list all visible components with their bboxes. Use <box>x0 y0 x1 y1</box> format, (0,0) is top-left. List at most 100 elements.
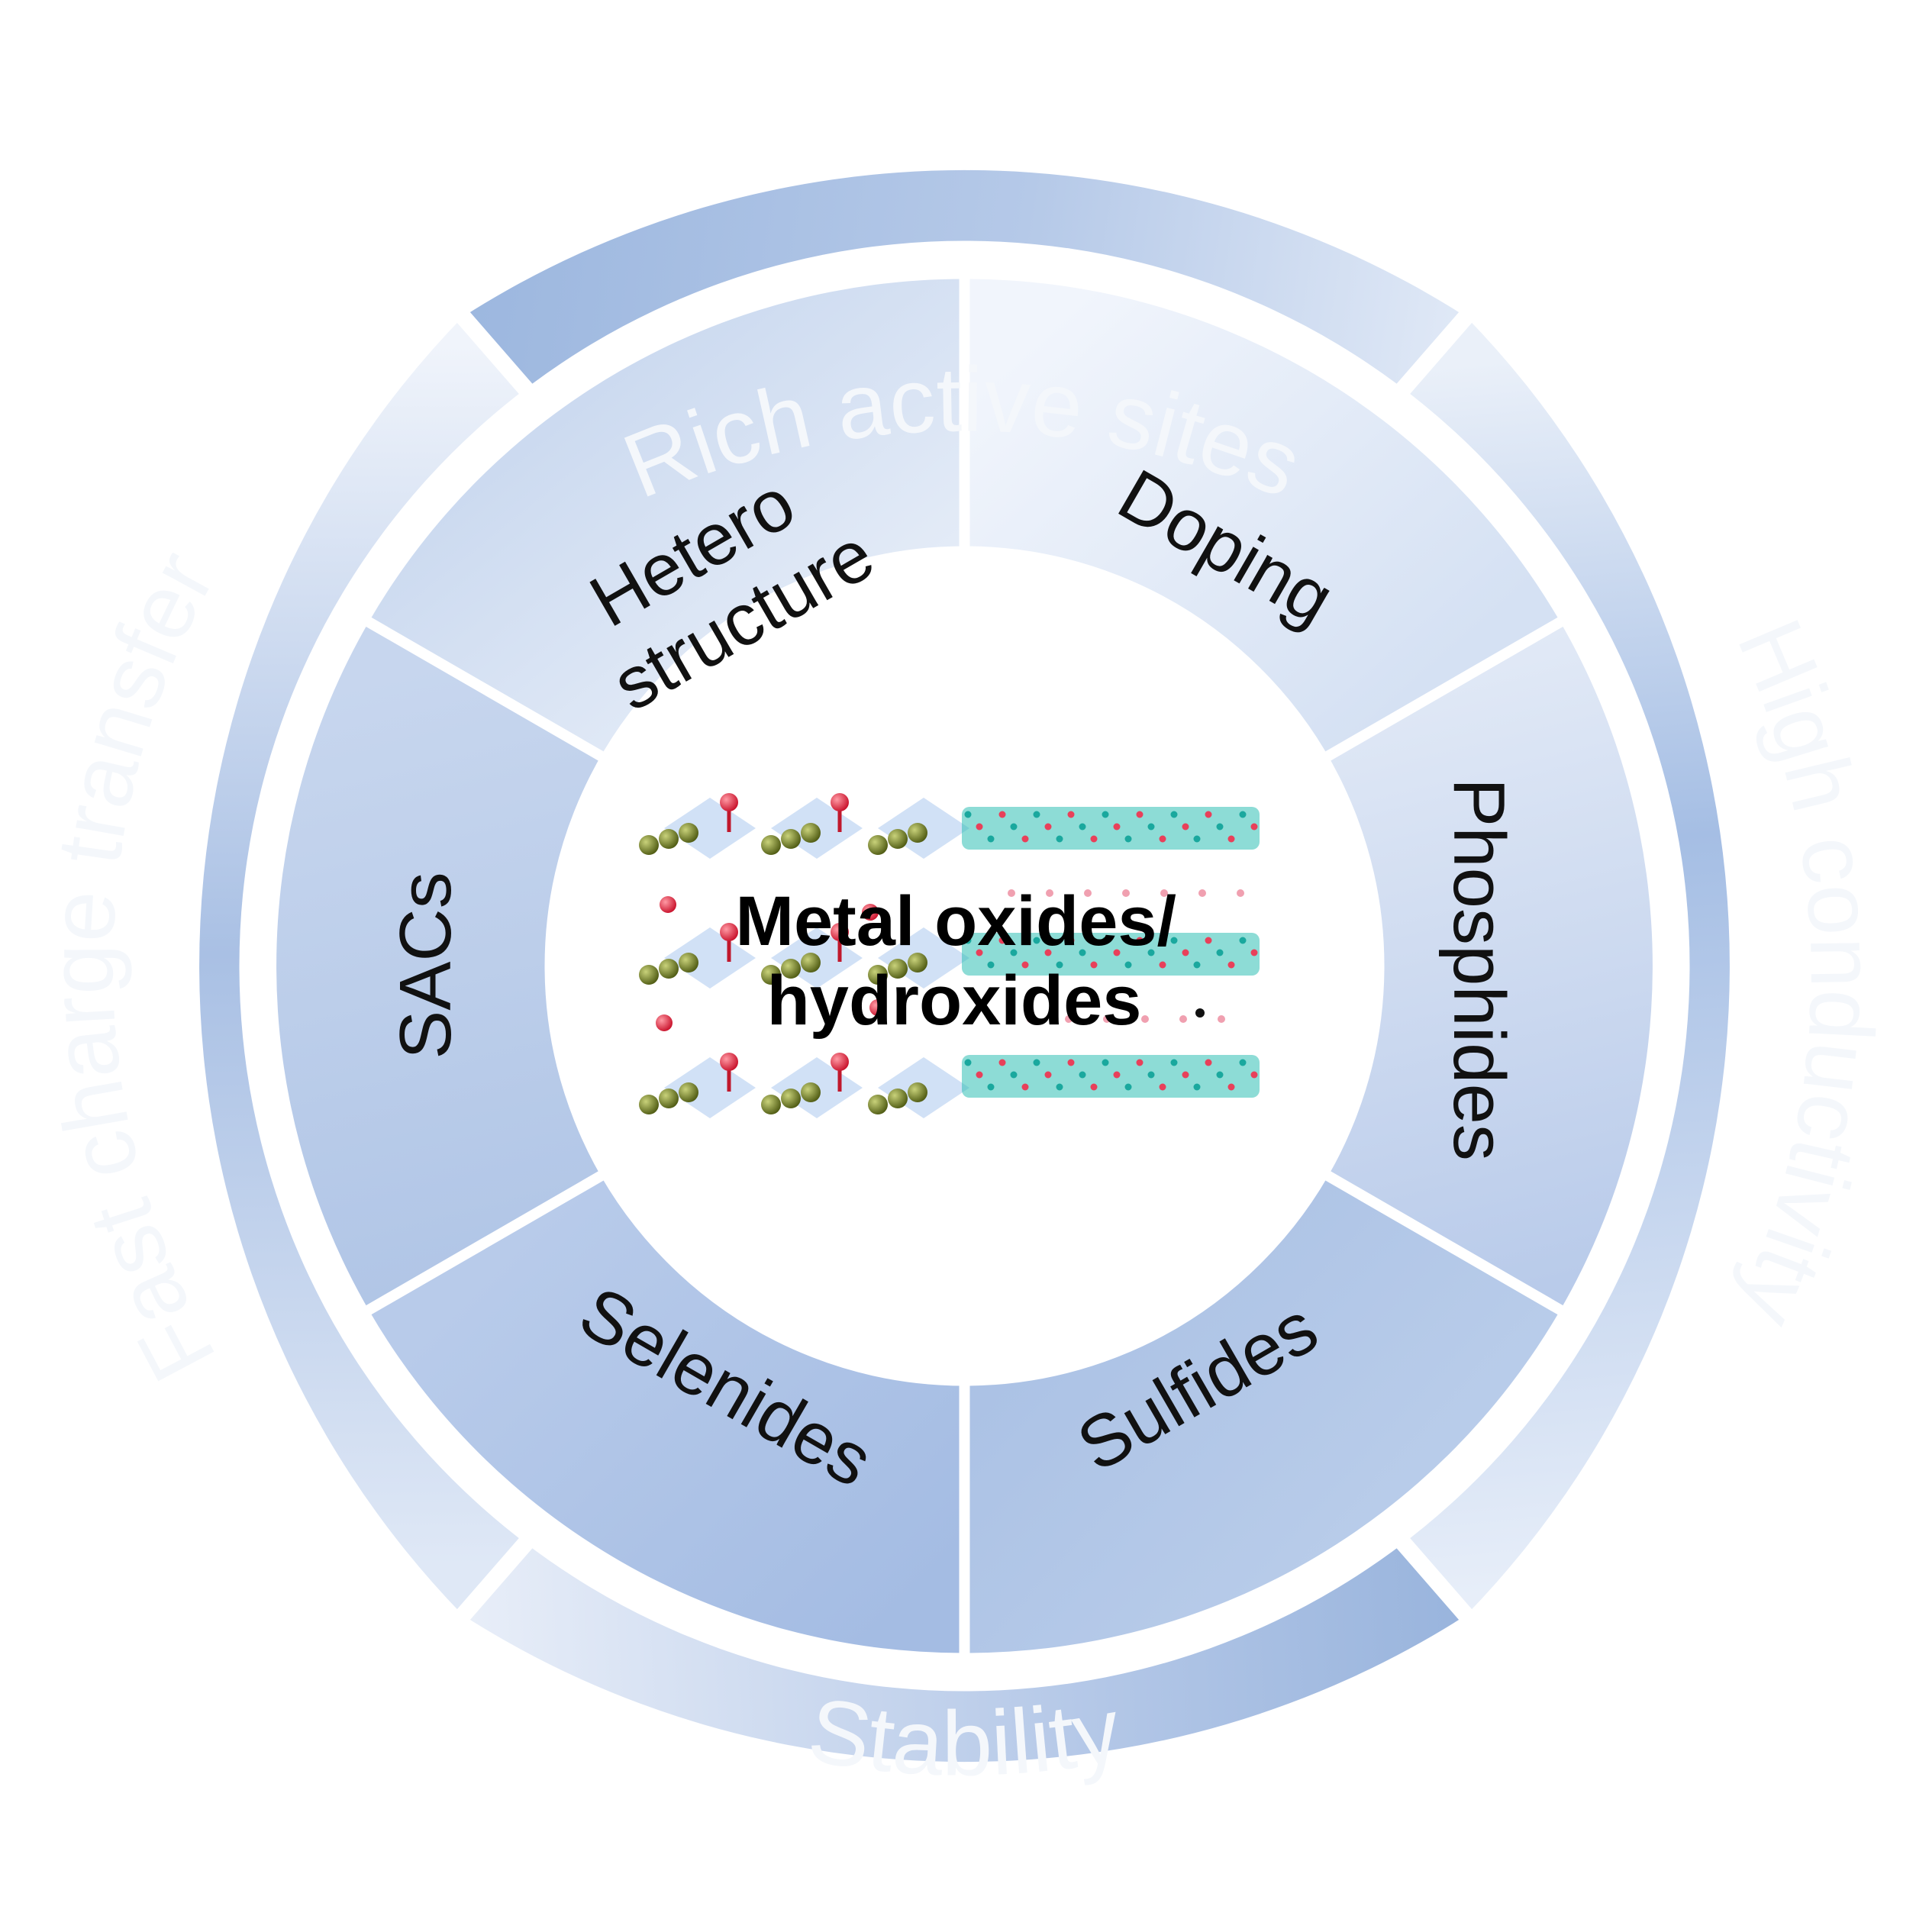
metal-atom <box>868 835 888 855</box>
metal-atom <box>659 959 679 979</box>
layer-atom <box>1010 823 1018 831</box>
layer-atom <box>964 1059 972 1066</box>
layer-atom <box>1124 961 1132 969</box>
layer-atom <box>1205 1059 1212 1066</box>
inner-label-sacs: SACs <box>385 872 466 1059</box>
oxygen-atom <box>862 904 879 921</box>
layer-atom <box>1124 1083 1132 1091</box>
layer-atom <box>1021 835 1029 843</box>
center-dot <box>1195 1008 1205 1018</box>
inner-ring-sectors <box>276 275 1653 1657</box>
metal-atom <box>868 965 888 985</box>
layer-atom <box>1170 937 1178 944</box>
layer-atom <box>1044 823 1052 831</box>
layer-atom <box>1170 811 1178 818</box>
metal-atom <box>639 835 659 855</box>
layer-atom <box>1182 823 1189 831</box>
layer-atom <box>1193 1083 1201 1091</box>
oxygen-atom <box>720 1053 738 1071</box>
layer-atom <box>1090 835 1098 843</box>
layer-atom <box>1033 811 1040 818</box>
layer-atom <box>998 1059 1006 1066</box>
layer-atom <box>1239 937 1247 944</box>
crystal-structure-illustration <box>639 793 1260 1118</box>
inner-sector-phosphides <box>1320 621 1653 1311</box>
interlayer-atom <box>1160 889 1168 897</box>
layered-oxide-model <box>962 807 1260 1098</box>
layer-atom <box>1010 1071 1018 1079</box>
center-label: Metal oxides/ hydroxides <box>735 882 1195 1040</box>
oxygen-atom <box>720 793 738 811</box>
metal-atom <box>761 835 781 855</box>
layer-atom <box>1124 835 1132 843</box>
metal-atom <box>888 829 908 849</box>
layer-atom <box>1079 823 1086 831</box>
oxygen-atom <box>720 923 738 941</box>
outer-label-high-conductivity: High conductivity <box>1718 605 1894 1341</box>
layer-atom <box>1250 949 1258 956</box>
layer-atom <box>1147 1071 1155 1079</box>
layer-atom <box>1159 835 1166 843</box>
layer-atom <box>964 811 972 818</box>
layer-atom <box>998 937 1006 944</box>
layer-atom <box>1113 1071 1121 1079</box>
layer-atom <box>1216 949 1224 956</box>
center-label-line2: hydroxides <box>767 962 1142 1040</box>
layer-atom <box>1205 811 1212 818</box>
metal-atom <box>908 1082 927 1102</box>
interlayer-atom <box>1218 1015 1225 1023</box>
octahedron-shape <box>664 927 756 989</box>
layer-atom <box>1102 937 1109 944</box>
layer-atom <box>1090 961 1098 969</box>
center-label-line1: Metal oxides/ <box>735 882 1176 960</box>
layer-atom <box>1044 949 1052 956</box>
layer-atom <box>1227 1083 1235 1091</box>
interlayer-atom <box>1084 889 1092 897</box>
metal-atom <box>908 823 927 843</box>
layer-atom <box>1033 937 1040 944</box>
metal-atom <box>801 823 821 843</box>
layer-atom <box>976 949 983 956</box>
oxygen-atom <box>656 1014 673 1031</box>
interlayer-atom <box>1237 889 1244 897</box>
layer-atom <box>1136 937 1144 944</box>
interlayer-atom <box>1046 889 1053 897</box>
layer-atom <box>1136 811 1144 818</box>
oxygen-atom <box>660 896 676 913</box>
metal-atom <box>781 829 801 849</box>
metal-atom <box>639 965 659 985</box>
layer-atom <box>976 823 983 831</box>
interlayer-atom <box>1008 889 1015 897</box>
layer-atom <box>1239 811 1247 818</box>
layer-atom <box>1227 961 1235 969</box>
layer-atom <box>987 835 995 843</box>
interlayer-atom <box>989 1015 996 1023</box>
layer-atom <box>1159 961 1166 969</box>
layered-hydroxide-model <box>639 793 969 1118</box>
outer-label-stability: Stability <box>802 1679 1127 1795</box>
layer-atom <box>1102 1059 1109 1066</box>
oxygen-atom <box>831 923 849 941</box>
layer-atom <box>1250 823 1258 831</box>
layer-atom <box>1021 1083 1029 1091</box>
inner-sector-sacs <box>276 621 609 1311</box>
layer-atom <box>1227 835 1235 843</box>
metal-atom <box>659 829 679 849</box>
layer-atom <box>1147 823 1155 831</box>
metal-atom <box>781 1089 801 1108</box>
layer-atom <box>964 937 972 944</box>
metal-atom <box>679 953 698 972</box>
metal-atom <box>659 1089 679 1108</box>
layer-atom <box>1216 823 1224 831</box>
layer-atom <box>1056 1083 1063 1091</box>
metal-atom <box>908 953 927 972</box>
inner-label-phosphides-text: Phosphides <box>1438 778 1520 1161</box>
inner-sector-heterostructure <box>369 279 965 761</box>
outer-segment-fast-charge-transfer <box>199 317 592 1615</box>
layer-atom <box>1250 1071 1258 1079</box>
layer-atom <box>987 961 995 969</box>
outer-segment-high-conductivity <box>1338 317 1730 1615</box>
layer-atom <box>998 811 1006 818</box>
layer-atom <box>1044 1071 1052 1079</box>
oxygen-atom <box>831 1053 849 1071</box>
